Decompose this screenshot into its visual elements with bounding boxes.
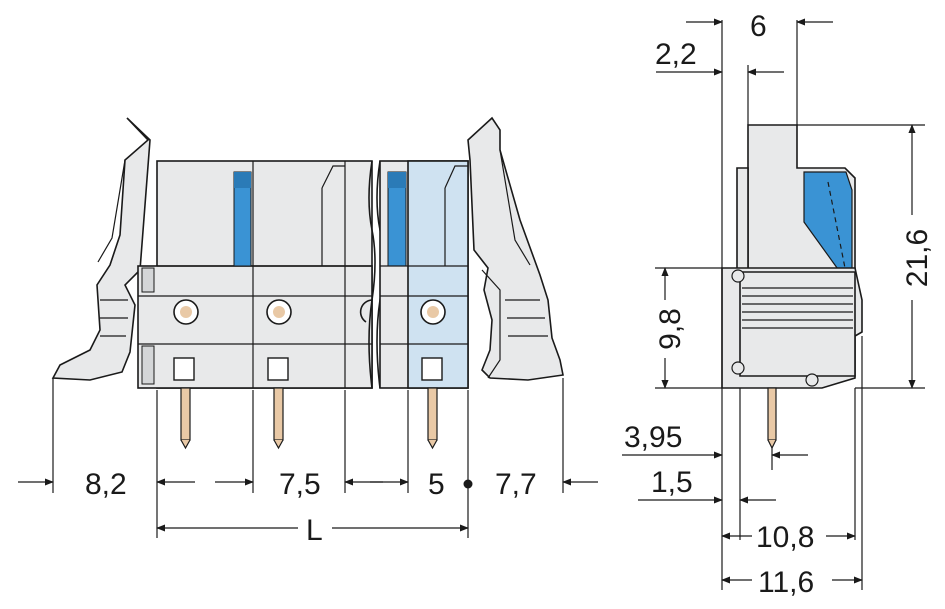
dim-total-width: 11,6 <box>758 566 814 599</box>
pin-2 <box>273 387 284 441</box>
side-pin <box>767 387 777 441</box>
pin-1 <box>180 387 191 441</box>
right-lever <box>467 116 564 381</box>
dim-body-width: 10,8 <box>756 521 814 554</box>
highlighted-pole <box>407 160 469 389</box>
dim-length: L <box>306 514 323 547</box>
pin-3 <box>427 387 438 441</box>
side-view: 6 2,2 21,6 9,8 3,95 1,5 10,8 11,6 <box>622 10 934 599</box>
dim-left-margin: 8,2 <box>85 468 127 501</box>
dim-pin-offset-small: 1,5 <box>651 466 693 499</box>
dim-total-height: 21,6 <box>901 229 934 287</box>
dim-pin-offset: 3,95 <box>624 421 682 454</box>
dim-pitch: 7,5 <box>279 468 321 501</box>
dim-top-offset: 2,2 <box>655 38 697 71</box>
dim-pin-pitch: 5 <box>428 468 445 501</box>
left-lever <box>51 117 151 381</box>
dim-lower-height: 9,8 <box>654 308 687 350</box>
front-view: 8,2 7,5 5 7,7 L <box>18 116 598 547</box>
dim-right-margin: 7,7 <box>495 468 537 501</box>
dim-top-width: 6 <box>750 10 767 43</box>
